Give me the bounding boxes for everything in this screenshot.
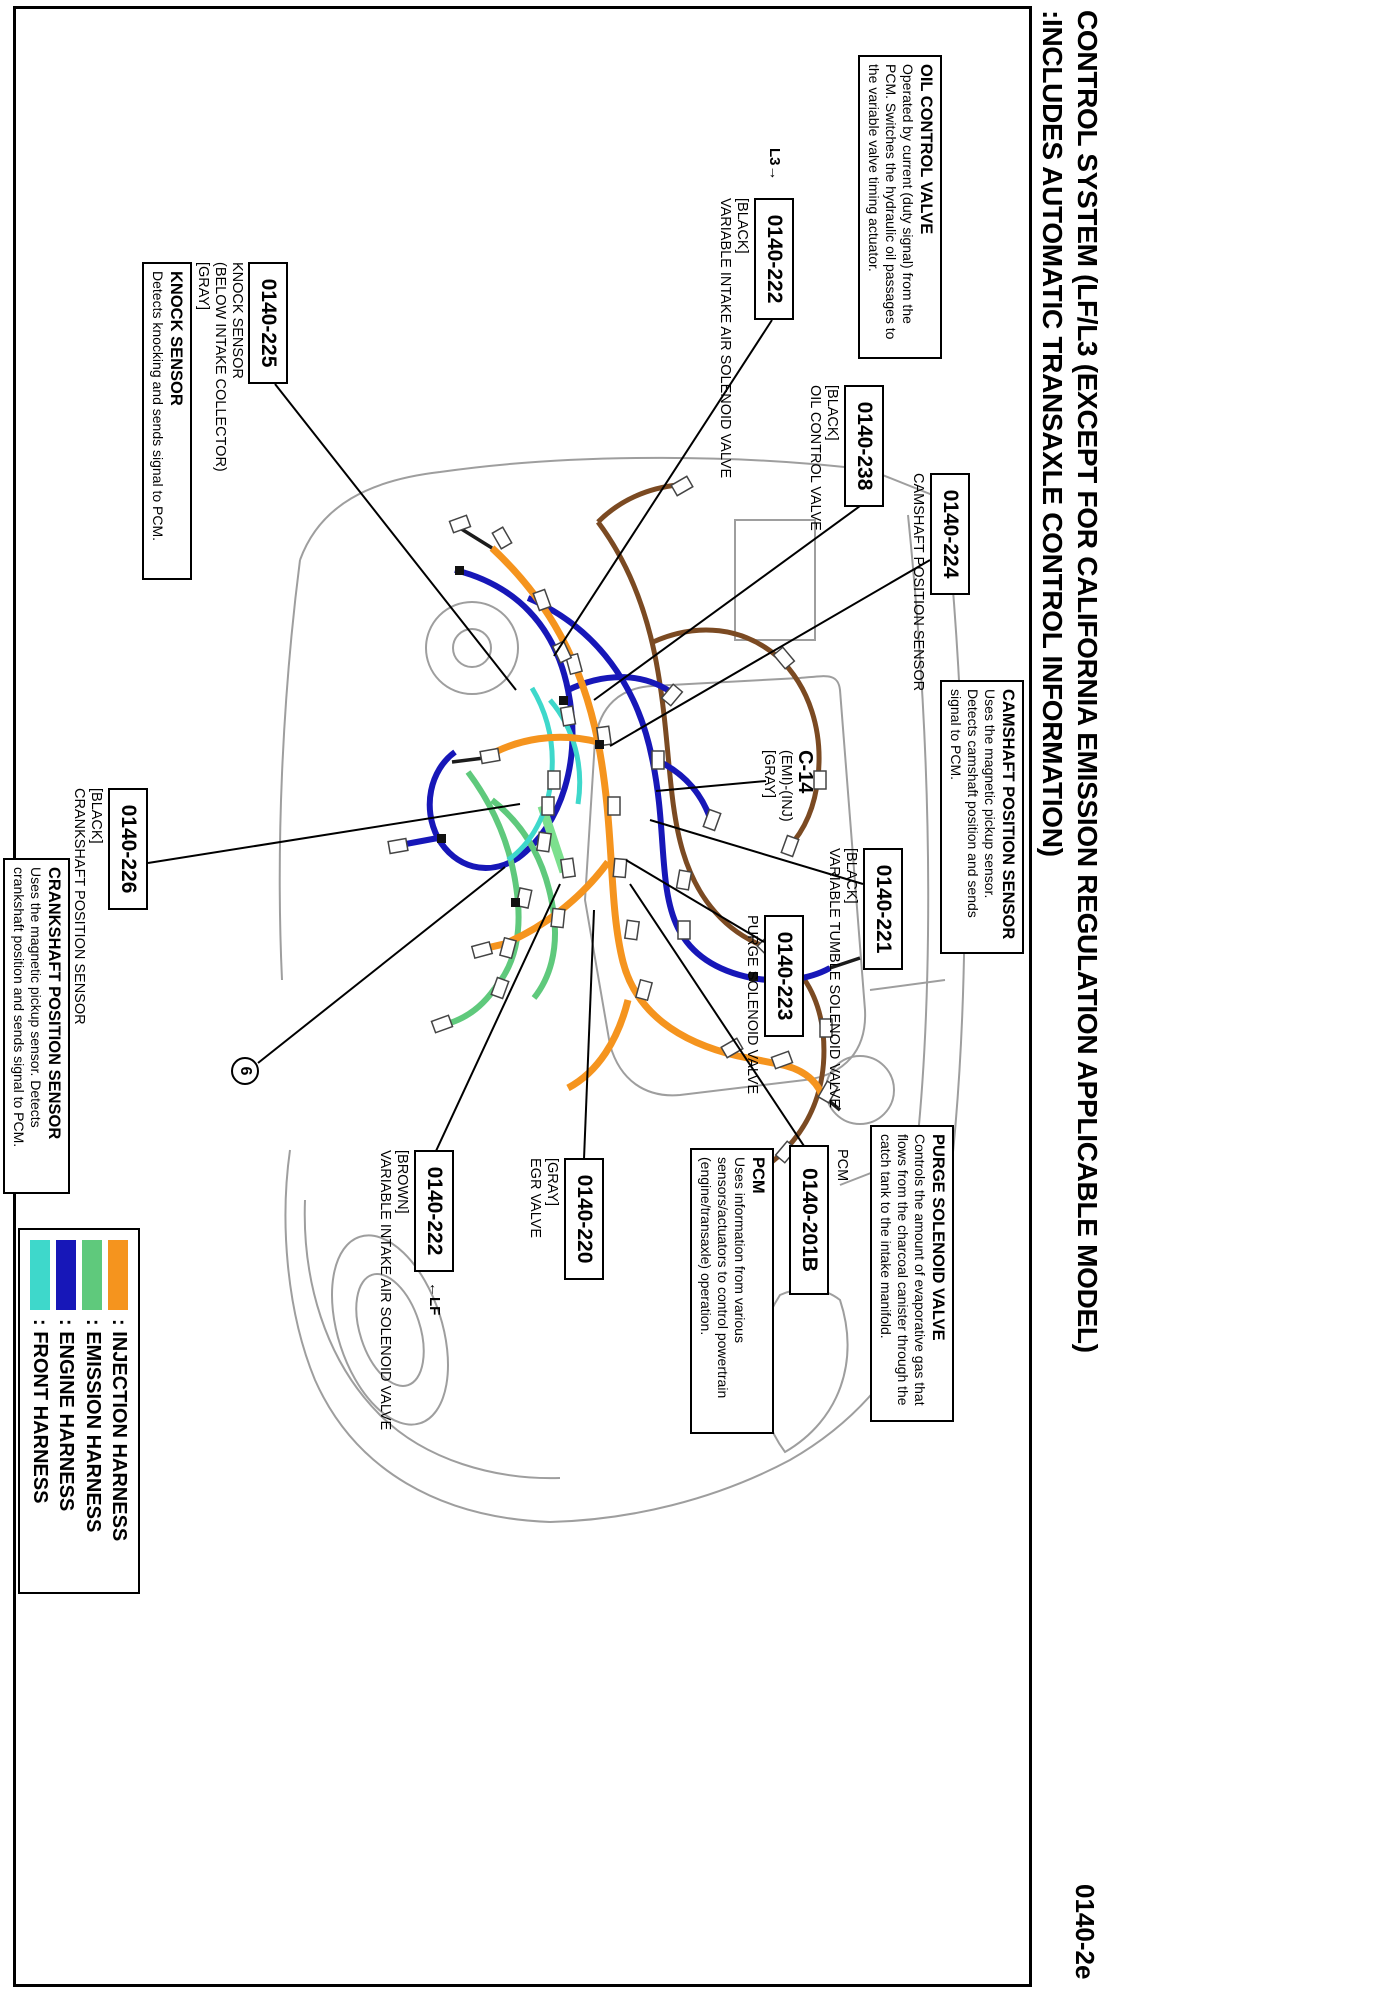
info-body: Uses the magnetic pickup sensor. Detects… [948,689,998,918]
ref-box-variable-tumble-solenoid-valve: 0140-221 [863,848,903,970]
caption-line: EGR VALVE [527,1158,543,1239]
info-title: CAMSHAFT POSITION SENSOR [999,689,1017,940]
caption-line: CAMSHAFT POSITION SENSOR [910,473,926,692]
caption-line: (EMI)-(INJ) [778,750,794,822]
legend-row-engine: : ENGINE HARNESS [54,1240,77,1582]
legend-row-injection: : INJECTION HARNESS [107,1240,130,1582]
marker-lf: ←LF [426,1282,443,1316]
caption-line: PURGE SOLENOID VALVE [744,915,760,1095]
info-box-camshaft-position-sensor: CAMSHAFT POSITION SENSOR Uses the magnet… [940,680,1024,954]
caption-line: [BLACK] [824,385,840,441]
info-box-oil-control-valve: OIL CONTROL VALVE Operated by current (d… [858,55,942,359]
ref-caption-camshaft-position-sensor: CAMSHAFT POSITION SENSOR [909,473,926,691]
callout-lines [147,319,931,1160]
caption-line: CRANKSHAFT POSITION SENSOR [71,788,87,1025]
ref-caption-egr-valve: [GRAY] EGR VALVE [526,1158,560,1238]
caption-line: OIL CONTROL VALVE [807,385,823,531]
info-body: Controls the amount of evaporative gas t… [878,1134,928,1406]
info-body: Uses the magnetic pickup sensor. Detects… [11,867,44,1148]
ref-box-camshaft-position-sensor: 0140-224 [930,473,970,595]
connector-blocks [437,566,758,981]
ref-box-pcm: 0140-201B [789,1145,829,1295]
ref-box-variable-intake-air-solenoid-valve-l3: 0140-222 [754,198,794,320]
info-title: CRANKSHAFT POSITION SENSOR [45,867,63,1140]
marker-l3: L3→ [766,148,783,181]
ref-caption-variable-tumble-solenoid-valve: [BLACK] VARIABLE TUMBLE SOLENOID VALVE [825,848,859,1108]
info-box-knock-sensor: KNOCK SENSOR Detects knocking and sends … [142,262,192,580]
ref-caption-knock-sensor: KNOCK SENSOR (BELOW INTAKE COLLECTOR) [G… [194,262,245,472]
caption-line: VARIABLE INTAKE AIR SOLENOID VALVE [717,198,733,479]
ref-number: 0140-224 [939,489,962,579]
caption-line: [BROWN] [394,1150,410,1214]
info-box-crankshaft-position-sensor: CRANKSHAFT POSITION SENSOR Uses the magn… [3,858,70,1194]
legend-label-injection: : INJECTION HARNESS [108,1319,130,1542]
legend-row-front: : FRONT HARNESS [28,1240,51,1582]
ref-caption-variable-intake-air-solenoid-valve-l3: [BLACK] VARIABLE INTAKE AIR SOLENOID VAL… [716,198,750,478]
marker-circle-6: 6 [231,1057,259,1085]
info-title: KNOCK SENSOR [167,271,185,406]
caption-line: VARIABLE INTAKE AIR SOLENOID VALVE [377,1150,393,1431]
ref-number: 0140-220 [573,1174,596,1264]
legend-label-front: : FRONT HARNESS [29,1319,52,1504]
info-title: OIL CONTROL VALVE [917,64,935,235]
info-box-pcm: PCM Uses information from various sensor… [690,1148,774,1434]
ref-number: 0140-225 [257,278,280,368]
caption-line: KNOCK SENSOR [229,262,245,379]
caption-line: [GRAY] [544,1158,560,1207]
caption-line: (BELOW INTAKE COLLECTOR) [212,262,228,472]
ref-caption-purge-solenoid-valve: PURGE SOLENOID VALVE [743,915,760,1094]
ref-number: 0140-238 [853,401,876,491]
ref-number: 0140-221 [872,864,895,954]
info-box-purge-solenoid-valve: PURGE SOLENOID VALVE Controls the amount… [870,1125,954,1422]
legend-label-engine: : ENGINE HARNESS [55,1319,78,1512]
ref-caption-variable-intake-air-solenoid-valve-lf: [BROWN] VARIABLE INTAKE AIR SOLENOID VAL… [376,1150,410,1430]
caption-line: [GRAY] [195,262,211,311]
caption-line: [GRAY] [761,750,777,799]
ref-number: 0140-222 [763,214,786,304]
legend-swatch-emission [82,1240,103,1310]
ref-box-knock-sensor: 0140-225 [248,262,288,384]
ref-box-crankshaft-position-sensor: 0140-226 [108,788,148,910]
info-title: PCM [749,1157,767,1194]
info-body: Detects knocking and sends signal to PCM… [150,271,166,542]
legend-label-emission: : EMISSION HARNESS [81,1319,104,1533]
legend-swatch-injection [108,1240,129,1310]
ref-number: 0140-226 [117,804,140,894]
ref-box-oil-control-valve: 0140-238 [844,385,884,507]
ref-box-purge-solenoid-valve: 0140-223 [764,915,804,1037]
caption-line: [BLACK] [843,848,859,904]
ref-number: 0140-222 [423,1166,446,1256]
connector-c14-label: C-14 (EMI)-(INJ) [GRAY] [760,750,816,822]
ref-caption-pcm: PCM [833,1149,850,1181]
legend-row-emission: : EMISSION HARNESS [81,1240,104,1582]
ref-box-egr-valve: 0140-220 [564,1158,604,1280]
caption-line: VARIABLE TUMBLE SOLENOID VALVE [826,848,842,1109]
legend-swatch-engine [55,1240,76,1310]
harness-legend: : INJECTION HARNESS : EMISSION HARNESS :… [18,1228,140,1594]
legend-swatch-front [29,1240,50,1310]
ref-box-variable-intake-air-solenoid-valve-lf: 0140-222 [414,1150,454,1272]
caption-line: [BLACK] [88,788,104,844]
connector-code: C-14 [794,750,816,794]
ref-number: 0140-223 [773,931,796,1021]
info-body: Operated by current (duty signal) from t… [866,64,916,340]
info-body: Uses information from various sensors/ac… [698,1157,748,1399]
caption-line: PCM [834,1149,850,1182]
caption-line: [BLACK] [734,198,750,254]
info-title: PURGE SOLENOID VALVE [929,1134,947,1341]
ref-caption-oil-control-valve: [BLACK] OIL CONTROL VALVE [806,385,840,531]
ref-number: 0140-201B [798,1168,821,1272]
ref-caption-crankshaft-position-sensor: [BLACK] CRANKSHAFT POSITION SENSOR [70,788,104,1025]
